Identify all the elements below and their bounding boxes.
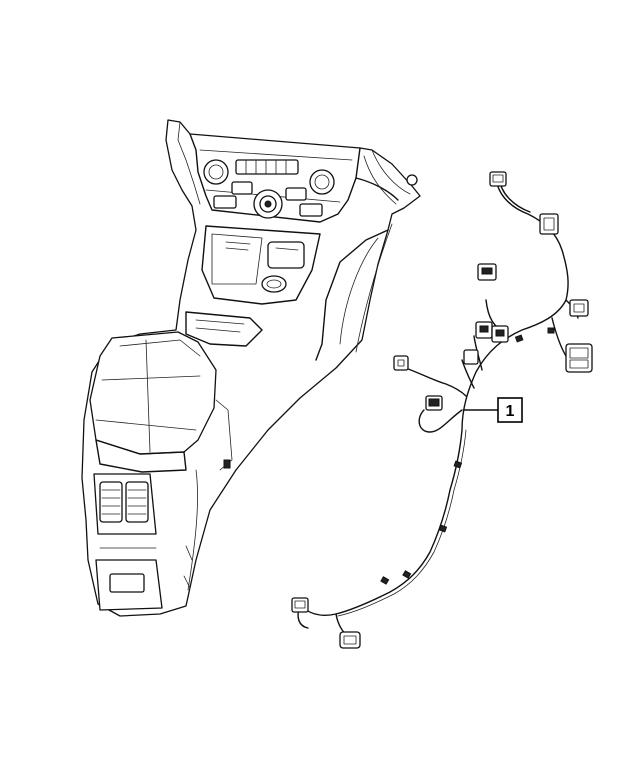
connector-mid-left (477, 263, 497, 281)
connector-top (489, 171, 507, 187)
connector-upper-right (539, 213, 559, 235)
callout-1: 1 (463, 397, 523, 423)
connector-loop (425, 395, 443, 411)
connector-bottom (339, 631, 361, 649)
connector-far-left (393, 355, 409, 371)
connector-cluster (463, 321, 509, 365)
connector-block-right (565, 343, 593, 373)
harness-connectors (291, 171, 593, 649)
storage-tray (201, 225, 321, 305)
armrest (89, 331, 217, 473)
connector-bottom-left (291, 597, 309, 613)
rear-storage-bin (95, 547, 163, 611)
hvac-control-panel (177, 121, 361, 223)
connector-right (569, 299, 589, 317)
center-console (81, 119, 421, 617)
callout-box (497, 397, 523, 423)
callout-label: 1 (506, 403, 515, 420)
rear-air-vents (93, 473, 157, 535)
